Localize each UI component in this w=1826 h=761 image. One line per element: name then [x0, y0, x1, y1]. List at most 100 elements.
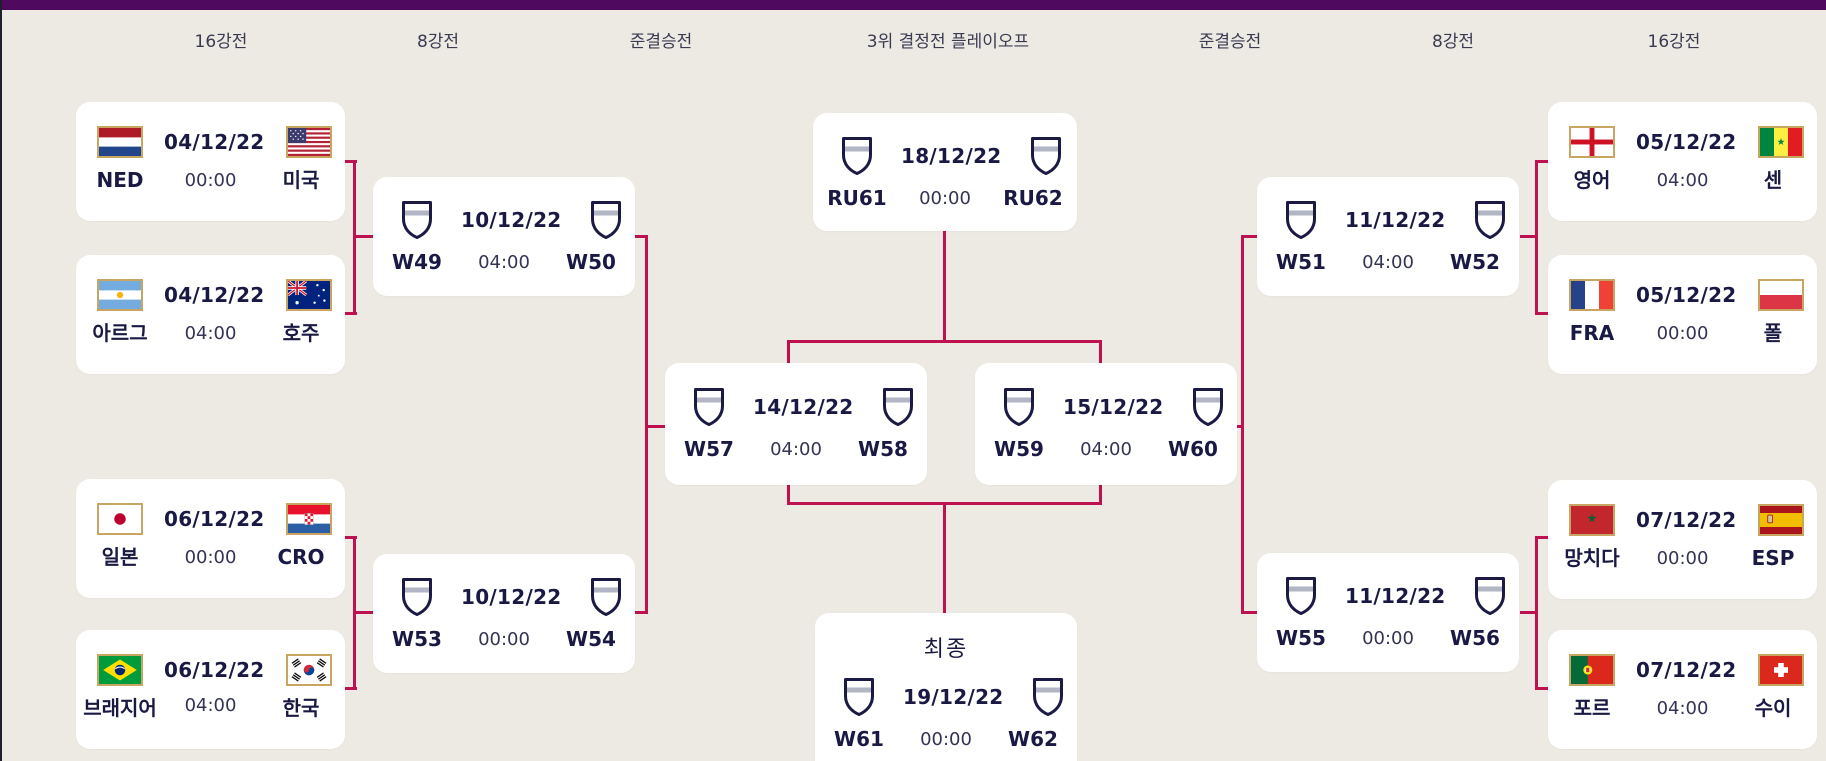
australia-flag [285, 279, 332, 311]
match-time: 00:00 [478, 628, 530, 650]
away-team-name: RU62 [1003, 186, 1063, 210]
home-team-name: 브래지어 [83, 696, 157, 720]
match-date: 14/12/22 [753, 395, 854, 419]
bracket-connector [943, 502, 946, 615]
match-time: 04:00 [478, 251, 530, 273]
window-top-bar [0, 0, 1826, 10]
home-team-name: 망치다 [1564, 546, 1620, 570]
shield-icon [1031, 676, 1065, 718]
away-team-name: 폴 [1763, 321, 1783, 345]
bracket-connector [356, 611, 373, 614]
poland-flag [1757, 279, 1804, 311]
shield-icon [400, 576, 434, 618]
match-card-ned-usa[interactable]: 04/12/22 NED 00:00 미국 [76, 102, 345, 221]
match-date: 10/12/22 [461, 208, 562, 232]
bracket-connector [1244, 611, 1257, 614]
away-team-name: 수이 [1754, 696, 1792, 720]
away-team-name: W56 [1450, 626, 1500, 650]
match-time: 00:00 [184, 546, 237, 568]
shield-icon [881, 386, 915, 428]
match-card-w57-w58[interactable]: 14/12/22 W57 04:00 W58 [665, 363, 927, 485]
bracket-connector [345, 312, 357, 315]
match-card-w53-w54[interactable]: 10/12/22 W53 00:00 W54 [373, 554, 635, 673]
bracket-connector [635, 235, 648, 238]
match-card-eng-sen[interactable]: 05/12/22 영어 04:00 센 [1548, 102, 1817, 221]
match-date: 04/12/22 [164, 283, 265, 307]
round-header-third-place: 3위 결정전 플레이오프 [866, 32, 1030, 52]
match-date: 10/12/22 [461, 585, 562, 609]
shield-icon [589, 199, 623, 241]
match-date: 05/12/22 [1636, 130, 1737, 154]
match-time: 04:00 [1656, 169, 1709, 191]
argentina-flag [97, 279, 143, 311]
usa-flag [285, 126, 332, 158]
home-team-name: RU61 [827, 186, 887, 210]
round-header-r16-left: 16강전 [194, 32, 248, 52]
match-card-mar-esp[interactable]: 07/12/22 망치다 00:00 ESP [1548, 480, 1817, 599]
match-time: 04:00 [1362, 251, 1414, 273]
home-team-name: 아르그 [92, 321, 148, 345]
match-time: 04:00 [1656, 697, 1709, 719]
bracket-connector [1535, 536, 1538, 690]
home-team-name: NED [96, 168, 144, 192]
away-team-name: W62 [1008, 727, 1058, 751]
match-card-bra-kor[interactable]: 06/12/22 브래지어 04:00 한국 [76, 630, 345, 749]
bracket-connector [1538, 536, 1548, 539]
bracket-connector [787, 483, 790, 505]
match-card-w49-w50[interactable]: 10/12/22 W49 04:00 W50 [373, 177, 635, 296]
match-date: 07/12/22 [1636, 658, 1737, 682]
away-team-name: W54 [566, 627, 616, 651]
home-team-name: W53 [392, 627, 442, 651]
round-header-qf-right: 8강전 [1431, 32, 1475, 52]
japan-flag [97, 503, 143, 535]
morocco-flag [1569, 504, 1615, 536]
match-time: 00:00 [919, 187, 971, 209]
home-team-name: W55 [1276, 626, 1326, 650]
round-header-r16-right: 16강전 [1647, 32, 1701, 52]
bracket-connector [943, 229, 946, 343]
bracket-connector [1241, 235, 1244, 614]
away-team-name: CRO [277, 545, 325, 569]
match-card-final[interactable]: 최종 19/12/22 W61 00:00 W62 [815, 613, 1077, 761]
match-date: 06/12/22 [164, 658, 265, 682]
bracket-connector [645, 235, 648, 614]
match-card-arg-aus[interactable]: 04/12/22 아르그 04:00 호주 [76, 255, 345, 374]
home-team-name: W61 [834, 727, 884, 751]
match-time: 04:00 [184, 695, 237, 716]
senegal-flag [1757, 126, 1804, 158]
shield-icon [692, 386, 726, 428]
match-date: 19/12/22 [903, 685, 1004, 709]
bracket-connector [1535, 160, 1538, 315]
match-card-w51-w52[interactable]: 11/12/22 W51 04:00 W52 [1257, 177, 1519, 296]
portugal-flag [1569, 654, 1615, 686]
match-card-jpn-cro[interactable]: 06/12/22 일본 00:00 CRO [76, 479, 345, 598]
away-team-name: W52 [1450, 250, 1500, 274]
match-card-w59-w60[interactable]: 15/12/22 W59 04:00 W60 [975, 363, 1237, 485]
england-flag [1569, 126, 1615, 158]
shield-icon [1002, 386, 1036, 428]
match-card-w55-w56[interactable]: 11/12/22 W55 00:00 W56 [1257, 553, 1519, 672]
match-card-fra-pol[interactable]: 05/12/22 FRA 00:00 폴 [1548, 255, 1817, 374]
shield-icon [589, 576, 623, 618]
france-flag [1569, 279, 1615, 311]
shield-icon [400, 199, 434, 241]
home-team-name: FRA [1569, 321, 1615, 345]
match-time: 00:00 [1656, 547, 1709, 569]
croatia-flag [285, 503, 332, 535]
home-team-name: 일본 [101, 545, 139, 569]
bracket-connector [1538, 687, 1548, 690]
match-card-por-sui[interactable]: 07/12/22 포르 04:00 수이 [1548, 630, 1817, 749]
home-team-name: W57 [684, 437, 734, 461]
bracket-connector [356, 235, 373, 238]
shield-icon [842, 676, 876, 718]
switzerland-flag [1757, 654, 1804, 686]
bracket-connector [345, 687, 357, 690]
bracket-connector [787, 340, 790, 365]
netherlands-flag [97, 126, 143, 158]
shield-icon [1029, 135, 1063, 177]
match-time: 04:00 [1080, 438, 1132, 460]
match-card-third-place[interactable]: 18/12/22 RU61 00:00 RU62 [813, 113, 1077, 231]
bracket-connector [1099, 340, 1102, 365]
shield-icon [1473, 199, 1507, 241]
